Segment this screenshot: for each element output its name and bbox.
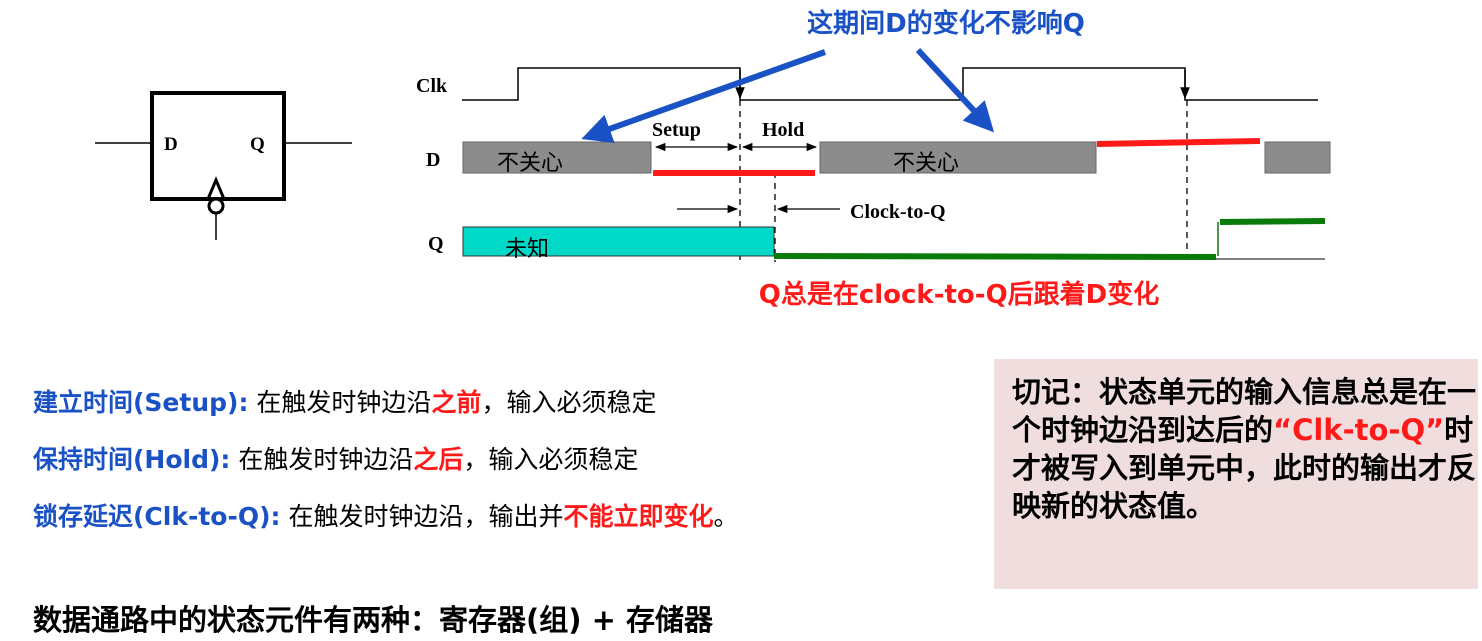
clk-signal-label: Clk: [416, 75, 448, 97]
q-unknown-block: [462, 226, 775, 257]
d-dont-care-block-1: [462, 141, 652, 174]
clk-to-q-text-2: 。: [713, 502, 739, 531]
note-box: 切记：状态单元的输入信息总是在一个时钟边沿到达后的“Clk-to-Q”时才被写入…: [994, 359, 1478, 589]
q-green-line-2: [1219, 218, 1326, 225]
blue-arrow-left: [581, 49, 827, 144]
bottom-annotation: Q总是在clock-to-Q后跟着D变化: [759, 279, 1160, 310]
d-signal-label: D: [426, 149, 440, 171]
setup-label: Setup: [652, 119, 701, 141]
clk-to-q-definition: 锁存延迟(Clk-to-Q): 在触发时钟边沿，输出并不能立即变化。: [33, 500, 739, 533]
note-highlight: “Clk-to-Q”: [1273, 413, 1445, 447]
d-dont-care-block-2: [819, 141, 1097, 174]
setup-definition: 建立时间(Setup): 在触发时钟边沿之前，输入必须稳定: [33, 386, 656, 419]
clock-bubble-icon: [207, 197, 225, 215]
setup-highlight: 之前: [431, 388, 482, 417]
hold-term: 保持时间(Hold):: [33, 445, 231, 474]
ff-d-label: D: [164, 134, 178, 155]
hold-definition: 保持时间(Hold): 在触发时钟边沿之后，输入必须稳定: [33, 443, 638, 476]
hold-text-2: ，输入必须稳定: [463, 445, 639, 474]
q-green-line-1: [773, 253, 1217, 260]
d-dont-care-label-2: 不关心: [893, 151, 959, 176]
clk-to-q-text-1: 在触发时钟边沿，输出并: [280, 502, 564, 531]
d-dont-care-block-3: [1264, 141, 1331, 174]
clock-waveform: [462, 67, 1318, 101]
setup-text-2: ，输入必须稳定: [481, 388, 657, 417]
note-text-2: 时才被写入到单元中，此时的输出才反映新的状态值。: [1012, 413, 1477, 523]
d-stable-red-line-2: [1096, 138, 1261, 147]
flip-flop-symbol: D Q: [95, 91, 352, 240]
q-signal-label: Q: [428, 233, 444, 255]
d-dont-care-label-1: 不关心: [497, 151, 563, 176]
clk-to-q-term: 锁存延迟(Clk-to-Q):: [33, 502, 281, 531]
setup-term: 建立时间(Setup):: [33, 388, 249, 417]
ff-q-label: Q: [250, 134, 265, 155]
timing-diagram: D Q Clk D Q 不关心 不关心 Setup Hold Clock-to-…: [95, 8, 1331, 310]
clock-triangle-icon: [206, 176, 226, 200]
top-annotation: 这期间D的变化不影响Q: [807, 8, 1085, 39]
note-text-1: 切记：状态单元的输入信息总是在一个时钟边沿到达后的: [1012, 375, 1477, 447]
clock-to-q-label: Clock-to-Q: [850, 201, 946, 223]
summary-text: 数据通路中的状态元件有两种：寄存器(组) + 存储器: [33, 603, 713, 637]
hold-text-1: 在触发时钟边沿: [230, 445, 414, 474]
hold-highlight: 之后: [413, 445, 464, 474]
hold-label: Hold: [762, 119, 804, 141]
q-unknown-label: 未知: [505, 237, 549, 262]
clk-to-q-highlight: 不能立即变化: [563, 502, 714, 531]
blue-arrow-right: [915, 47, 995, 133]
setup-text-1: 在触发时钟边沿: [248, 388, 432, 417]
